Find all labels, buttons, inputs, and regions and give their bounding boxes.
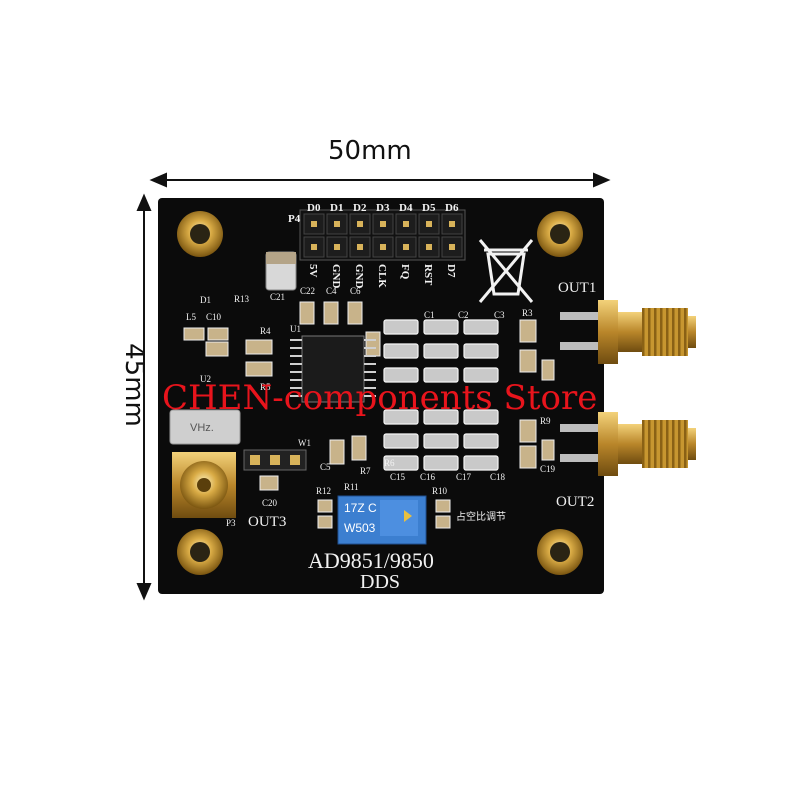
sma-connector-out1 bbox=[560, 300, 696, 364]
header-name-label: P4 bbox=[288, 213, 301, 225]
jumper-header bbox=[243, 449, 307, 471]
part-label: C2 bbox=[458, 310, 469, 320]
weee-bin-icon bbox=[478, 239, 534, 303]
pin-label-top: D3 bbox=[376, 202, 390, 214]
pin-label-top: D0 bbox=[307, 202, 321, 214]
pin-label-bottom: FQ bbox=[399, 264, 411, 280]
part-label: U1 bbox=[290, 324, 301, 334]
part-label: C1 bbox=[424, 310, 435, 320]
part-label: C19 bbox=[540, 464, 556, 474]
out1-label: OUT1 bbox=[558, 280, 596, 296]
part-label: C15 bbox=[390, 472, 406, 482]
svg-text:VHz.: VHz. bbox=[190, 422, 214, 434]
part-label: C18 bbox=[490, 472, 506, 482]
sma-connector-out3 bbox=[172, 452, 236, 518]
part-label: C16 bbox=[420, 472, 436, 482]
part-label: W1 bbox=[298, 438, 311, 448]
part-label: C20 bbox=[262, 498, 278, 508]
part-label: R4 bbox=[260, 326, 271, 336]
pin-label-bottom: 5V bbox=[307, 264, 319, 278]
part-label: C10 bbox=[206, 312, 222, 322]
part-label: P3 bbox=[226, 518, 236, 528]
sma-connector-out2 bbox=[560, 412, 696, 476]
dimension-arrows bbox=[136, 172, 611, 601]
pin-label-bottom: GND bbox=[330, 264, 342, 289]
part-label: R10 bbox=[432, 486, 448, 496]
pin-label-top: D2 bbox=[353, 202, 367, 214]
part-label: R5 bbox=[260, 382, 271, 392]
part-label: R11 bbox=[344, 482, 359, 492]
part-label: C5 bbox=[320, 462, 331, 472]
part-label: R6 bbox=[384, 458, 395, 468]
duty-cycle-label: 占空比调节 bbox=[456, 510, 506, 523]
part-label: L5 bbox=[186, 312, 196, 322]
part-label: U2 bbox=[200, 374, 211, 384]
out3-label: OUT3 bbox=[248, 514, 286, 530]
crystal-oscillator: VHz. bbox=[169, 409, 241, 445]
pin-label-bottom: D7 bbox=[445, 264, 457, 278]
part-label: C17 bbox=[456, 472, 472, 482]
pin-label-top: D5 bbox=[422, 202, 436, 214]
part-label: D1 bbox=[200, 295, 211, 305]
pcb-board bbox=[158, 198, 604, 594]
svg-text:C21: C21 bbox=[270, 292, 285, 302]
board-subtitle: DDS bbox=[360, 571, 400, 593]
part-label: C3 bbox=[494, 310, 505, 320]
pin-label-top: D1 bbox=[330, 202, 343, 214]
dds-chip bbox=[290, 335, 376, 403]
svg-text:17Z C: 17Z C bbox=[344, 501, 377, 515]
smd-components bbox=[183, 301, 555, 529]
svg-text:W503: W503 bbox=[344, 521, 376, 535]
pin-label-bottom: CLK bbox=[376, 264, 388, 288]
part-label: R13 bbox=[234, 294, 250, 304]
trimmer-potentiometer: 17Z C W503 bbox=[337, 495, 427, 545]
part-label: C6 bbox=[350, 286, 361, 296]
board-title: AD9851/9850 bbox=[308, 548, 434, 573]
width-dimension-label: 50mm bbox=[328, 136, 412, 166]
mounting-hole bbox=[177, 211, 583, 575]
pin-header bbox=[299, 209, 466, 261]
store-watermark: CHEN-components Store bbox=[162, 378, 598, 418]
part-label: R12 bbox=[316, 486, 331, 496]
part-label: R9 bbox=[540, 416, 551, 426]
part-label: R3 bbox=[522, 308, 533, 318]
pin-label-bottom: GND bbox=[353, 264, 365, 289]
part-label: C22 bbox=[300, 286, 315, 296]
out2-label: OUT2 bbox=[556, 494, 594, 510]
part-label: C4 bbox=[326, 286, 337, 296]
pin-label-top: D6 bbox=[445, 202, 459, 214]
part-label: R7 bbox=[360, 466, 371, 476]
electrolytic-capacitor: C21 bbox=[265, 251, 297, 302]
pin-label-top: D4 bbox=[399, 202, 413, 214]
pin-label-bottom: RST bbox=[422, 264, 434, 286]
